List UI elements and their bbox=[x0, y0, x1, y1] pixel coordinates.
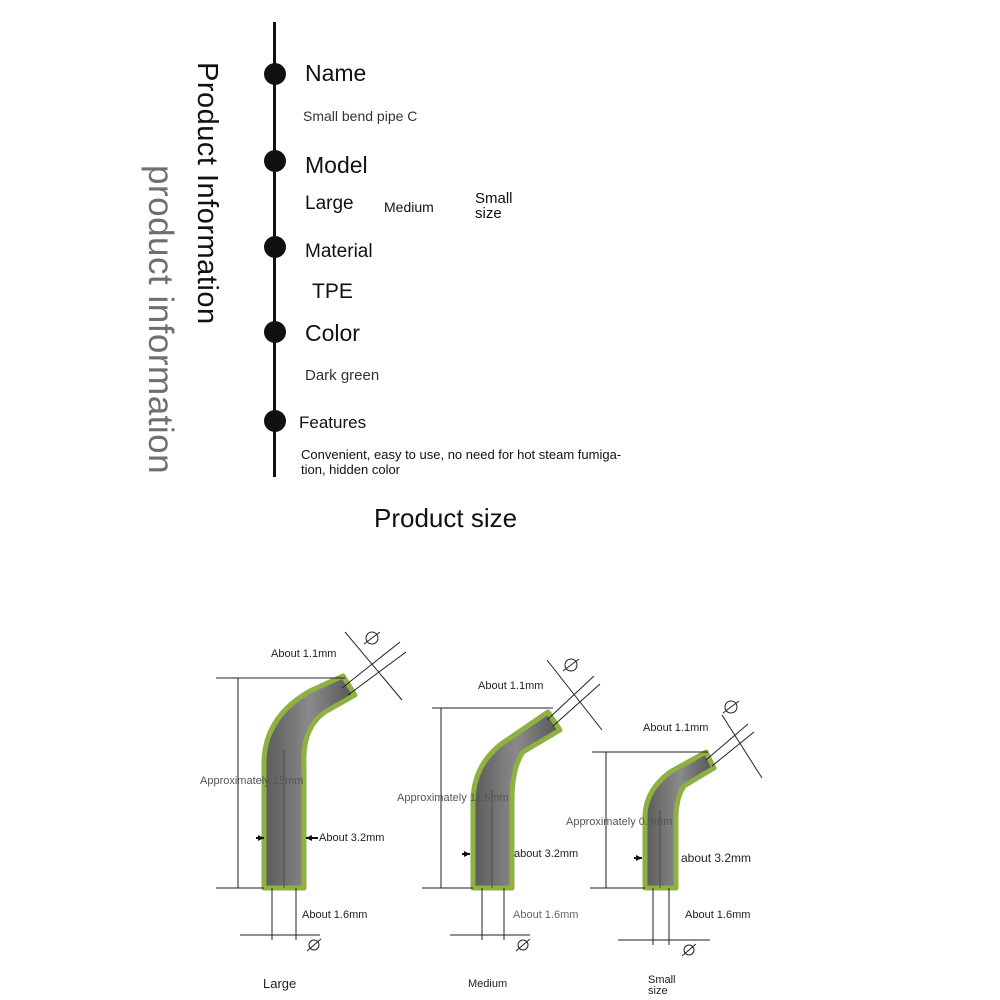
model-option-small: Small size bbox=[475, 190, 513, 222]
features-heading: Features bbox=[299, 413, 367, 432]
small-caption-line2: size bbox=[648, 985, 668, 997]
timeline-dot-color bbox=[264, 321, 286, 343]
side-title-primary: Product Information bbox=[191, 62, 223, 325]
small-length-label: Approximately 0.9mm bbox=[566, 816, 673, 828]
medium-outer-label: about 3.2mm bbox=[514, 848, 579, 860]
large-pipe-body bbox=[261, 673, 358, 891]
model-option-medium: Medium bbox=[384, 199, 434, 215]
model-option-large: Large bbox=[305, 193, 354, 214]
large-outer-label: About 3.2mm bbox=[319, 832, 385, 844]
timeline-dot-material bbox=[264, 236, 286, 258]
name-value: Small bend pipe C bbox=[303, 108, 418, 124]
medium-length-label: Approximately 11.5mm bbox=[397, 792, 509, 804]
timeline-dot-model bbox=[264, 150, 286, 172]
side-title-secondary: product information bbox=[141, 165, 180, 475]
large-inner-label: About 1.6mm bbox=[302, 909, 368, 921]
small-pipe-diagram bbox=[590, 700, 763, 957]
small-pipe-body bbox=[642, 749, 717, 891]
large-pipe-diagram bbox=[216, 631, 407, 952]
material-value: TPE bbox=[312, 280, 353, 303]
medium-caption: Medium bbox=[468, 978, 508, 990]
large-tip-label: About 1.1mm bbox=[271, 648, 337, 660]
features-value-line1: Convenient, easy to use, no need for hot… bbox=[301, 447, 622, 462]
medium-tip-label: About 1.1mm bbox=[478, 680, 544, 692]
timeline-dot-name bbox=[264, 63, 286, 85]
medium-pipe-diagram bbox=[422, 658, 603, 952]
small-outer-label: about 3.2mm bbox=[681, 851, 752, 865]
color-value: Dark green bbox=[305, 367, 380, 384]
color-heading: Color bbox=[305, 320, 360, 346]
features-value-line2: tion, hidden color bbox=[301, 462, 401, 477]
model-heading: Model bbox=[305, 152, 368, 178]
small-tip-label: About 1.1mm bbox=[643, 722, 709, 734]
small-inner-label: About 1.6mm bbox=[685, 909, 751, 921]
material-heading: Material bbox=[305, 241, 373, 262]
product-size-title: Product size bbox=[374, 503, 518, 533]
medium-pipe-body bbox=[470, 709, 563, 891]
large-caption: Large bbox=[263, 976, 297, 991]
small-caption-line1: Small bbox=[648, 974, 676, 986]
name-heading: Name bbox=[305, 60, 367, 86]
timeline-dot-features bbox=[264, 410, 286, 432]
large-length-label: Approximately 15mm bbox=[200, 775, 304, 787]
medium-inner-label: About 1.6mm bbox=[513, 909, 579, 921]
